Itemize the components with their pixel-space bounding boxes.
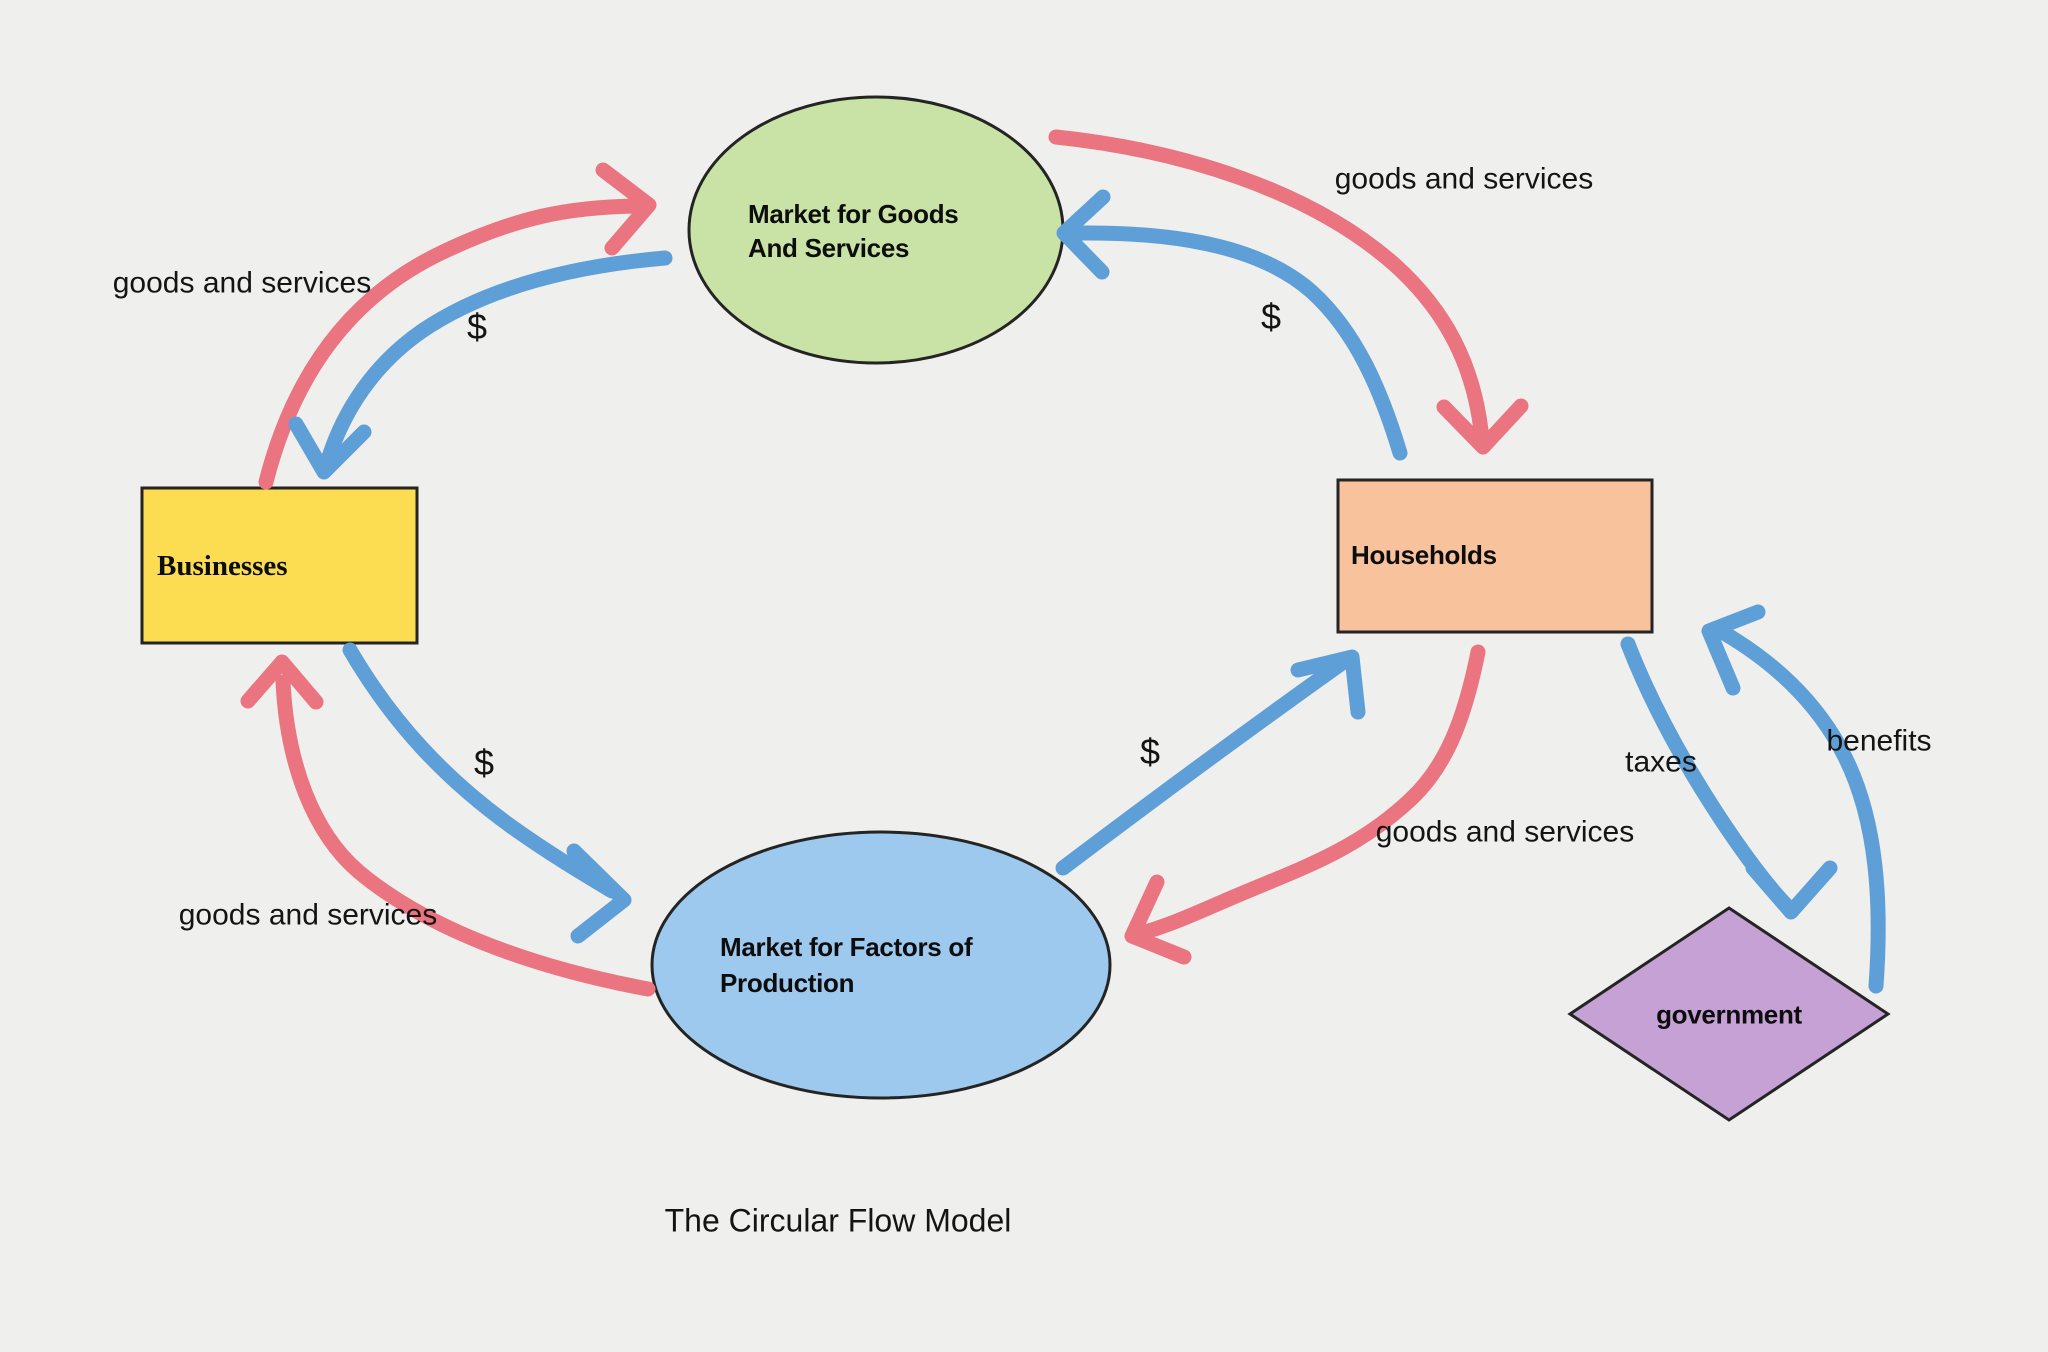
- flow-label-taxes: taxes: [1625, 745, 1697, 779]
- market-goods-label-line2: And Services: [748, 233, 910, 263]
- arrowhead-down-icon: [1745, 860, 1838, 920]
- households-box: [1336, 478, 1654, 634]
- market-goods-label-line1: Market for Goods: [748, 199, 959, 229]
- government-diamond: [1567, 906, 1891, 1122]
- businesses-box: [140, 486, 419, 645]
- flow-label-dollar-bottom-left: $: [473, 742, 495, 784]
- market-factors-label-line1: Market for Factors of: [720, 932, 973, 962]
- arrow-goods-market-to-businesses-money: [288, 250, 673, 480]
- arrowhead-left-icon: [1124, 874, 1192, 965]
- flow-label-dollar-middle-right: $: [1139, 731, 1161, 773]
- arrowhead-up-icon: [240, 654, 324, 710]
- arrowhead-right-icon: [595, 162, 657, 256]
- government-label: government: [1656, 999, 1802, 1030]
- flow-label-benefits: benefits: [1826, 724, 1932, 758]
- flow-label-dollar-top-right: $: [1260, 296, 1282, 338]
- arrow-goods-market-to-households: [1048, 129, 1529, 455]
- flow-label-dollar-top-left: $: [466, 306, 488, 348]
- households-label: Households: [1351, 540, 1497, 570]
- arrowhead-down-icon: [1436, 398, 1529, 455]
- arrow-factors-market-to-businesses: [240, 654, 656, 997]
- arrow-households-to-government-taxes: [1620, 636, 1838, 920]
- arrowhead-left-icon: [1056, 189, 1111, 280]
- market-goods-label: Market for Goods And Services: [748, 197, 959, 265]
- arrow-factors-market-to-households-money: [1055, 649, 1366, 876]
- arrow-households-to-goods-market-money: [1056, 189, 1408, 461]
- flow-label-goods-services-top-left: goods and services: [112, 266, 372, 300]
- businesses-label: Businesses: [157, 550, 288, 582]
- flow-label-goods-services-middle-right: goods and services: [1375, 815, 1635, 849]
- flow-label-goods-services-top-right: goods and services: [1334, 162, 1594, 196]
- arrowhead-down-icon: [288, 416, 372, 480]
- arrowhead-up-left-icon: [1701, 604, 1766, 696]
- market-factors-label: Market for Factors of Production: [720, 929, 973, 1001]
- arrow-businesses-to-goods-market: [258, 162, 657, 490]
- arrowhead-up-right-icon: [1290, 649, 1366, 720]
- arrow-government-to-households-benefits: [1701, 604, 1886, 994]
- market-factors-label-line2: Production: [720, 968, 855, 998]
- diagram-title: The Circular Flow Model: [664, 1202, 1012, 1239]
- arrow-businesses-to-factors-market-money: [342, 642, 632, 944]
- market-factors-ellipse: [650, 830, 1112, 1100]
- flow-label-goods-services-bottom-left: goods and services: [178, 898, 438, 932]
- arrow-households-to-factors-market: [1124, 644, 1486, 965]
- arrowhead-down-right-icon: [566, 843, 632, 944]
